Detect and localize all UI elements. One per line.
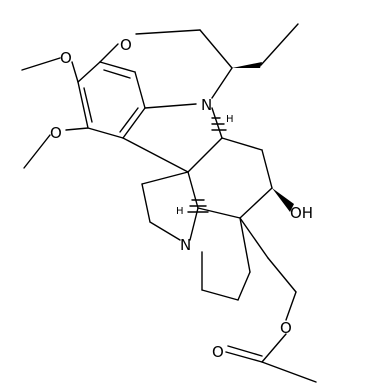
- methoxy-oxygen-lower-label: O: [50, 124, 62, 142]
- stereo-hydrogen-upper: H: [226, 114, 234, 125]
- carbonyl-oxygen-label: O: [212, 343, 224, 361]
- hydroxyl-wedge-bond: [272, 188, 294, 212]
- hashed-bond-ring-junction: [187, 199, 209, 213]
- hydroxyl-label: OH: [290, 204, 313, 222]
- ester-oxygen-label: O: [280, 319, 292, 337]
- atom-labels: O O O N N OH O O H H: [50, 36, 313, 361]
- ethyl-wedge-bond: [232, 62, 262, 68]
- indoline-nitrogen-label: N: [201, 96, 212, 114]
- bridge-nitrogen-label: N: [180, 236, 191, 254]
- methoxy-oxygen-upper-label: O: [60, 49, 72, 67]
- ring-oxygen-label: O: [120, 36, 132, 54]
- hashed-bond-n-ch: [211, 117, 227, 131]
- stereo-hydrogen-lower: H: [176, 206, 184, 217]
- bond-lines: [21, 23, 317, 383]
